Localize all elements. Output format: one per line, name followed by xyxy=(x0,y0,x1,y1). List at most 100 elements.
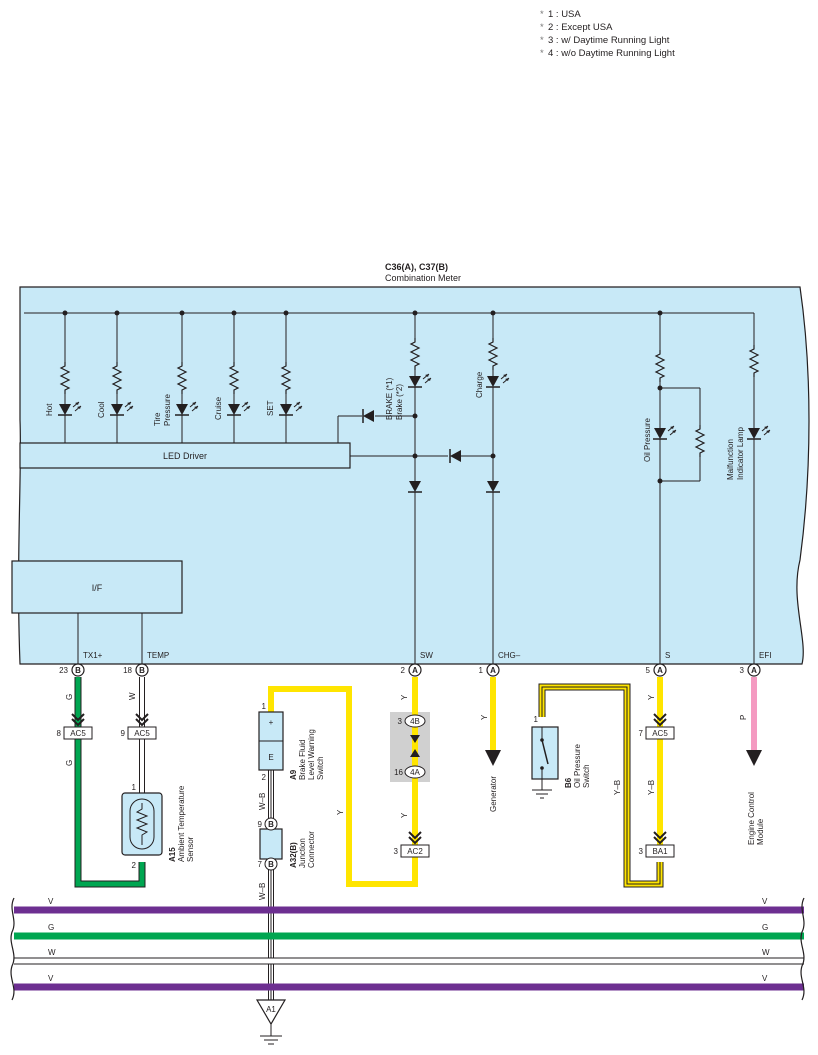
wc-y1: Y xyxy=(400,694,409,700)
notes-legend: *1 : USA *2 : Except USA *3 : w/ Daytime… xyxy=(540,8,675,60)
wire-yb-oil xyxy=(538,683,664,888)
a9-pin1: 1 xyxy=(262,702,267,711)
label-brake1: BRAKE (*1) xyxy=(385,377,394,420)
note-4: *4 : w/o Daytime Running Light xyxy=(540,48,675,59)
note-1: *1 : USA xyxy=(540,9,581,20)
j4a-pin: 16 xyxy=(394,768,403,777)
bus-v1-left: V xyxy=(48,897,54,906)
a32-conn-bot: B xyxy=(268,860,274,869)
j4a-label: 4A xyxy=(410,768,420,777)
pin-efi-conn: A xyxy=(751,666,757,675)
connector-ba1 xyxy=(645,831,675,858)
a15-line1: Ambient Temperature xyxy=(177,785,186,862)
bus-w-left: W xyxy=(48,948,56,957)
term-efi: EFI xyxy=(759,651,771,660)
if-label: I/F xyxy=(92,583,103,593)
a9-e: E xyxy=(268,753,273,762)
bus-v2-right: V xyxy=(762,974,768,983)
pin-chg-conn: A xyxy=(490,666,496,675)
label-cool: Cool xyxy=(97,401,106,418)
terminal-pins xyxy=(71,663,761,677)
a32-pin9: 9 xyxy=(258,820,263,829)
term-temp: TEMP xyxy=(147,651,169,660)
lamp-tire-pressure xyxy=(174,313,199,443)
sensor-a15 xyxy=(121,792,163,856)
bus-g-right: G xyxy=(762,923,768,932)
lamp-brake xyxy=(407,313,432,664)
term-s: S xyxy=(665,651,670,660)
label-mil2: Indicator Lamp xyxy=(736,427,745,480)
lamp-cruise xyxy=(226,313,251,443)
wc-g1: G xyxy=(65,694,74,700)
pin-temp-num: 18 xyxy=(123,666,132,675)
wc-y4: Y xyxy=(480,714,489,720)
pin-tx1-conn: B xyxy=(75,666,81,675)
wc-yb2: Y–B xyxy=(613,780,622,795)
ac5-left-pin: 8 xyxy=(57,729,62,738)
brake-driver-diode xyxy=(337,408,415,443)
junction-a32 xyxy=(259,817,283,871)
pin-tx1-num: 23 xyxy=(59,666,68,675)
wc-w1: W xyxy=(128,692,137,700)
pin-s-num: 5 xyxy=(646,666,651,675)
a15-code: A15 xyxy=(168,847,177,862)
wc-wb1: W–B xyxy=(258,793,267,810)
wire-yellow-chg xyxy=(485,677,501,766)
pin-chg-num: 1 xyxy=(479,666,484,675)
switch-b6 xyxy=(531,726,559,799)
meter-panel xyxy=(17,286,810,665)
ba1-pin: 3 xyxy=(639,847,644,856)
lamp-hot xyxy=(57,313,82,443)
a32-code: A32(B) xyxy=(289,842,298,868)
wire-pink-efi xyxy=(746,677,762,766)
lamp-set xyxy=(278,313,303,443)
b6-pin1: 1 xyxy=(534,715,539,724)
ac2-pin: 3 xyxy=(394,847,399,856)
label-tire: Tire xyxy=(153,412,162,426)
bus-bars xyxy=(10,897,805,1001)
a32-line2: Connector xyxy=(307,831,316,868)
led-driver-block xyxy=(19,442,351,469)
a9-pin2: 2 xyxy=(262,773,267,782)
a9-plus: + xyxy=(269,718,274,727)
wc-y5: Y xyxy=(647,694,656,700)
pin-sw-num: 2 xyxy=(401,666,406,675)
a15-pin1: 1 xyxy=(132,783,137,792)
ecm-line2: Module xyxy=(756,818,765,845)
if-block xyxy=(11,560,183,614)
note-2: *2 : Except USA xyxy=(540,22,613,33)
generator-label: Generator xyxy=(489,776,498,812)
wire-green-tx1 xyxy=(74,677,146,888)
label-brake2: Brake (*2) xyxy=(395,384,404,420)
meter-code: C36(A), C37(B) xyxy=(385,262,448,272)
led-driver-label: LED Driver xyxy=(163,451,207,461)
ac5-left-label: AC5 xyxy=(70,729,86,738)
j4b-pin: 3 xyxy=(398,717,403,726)
lamp-oil-pressure xyxy=(652,313,705,664)
pin-s-conn: A xyxy=(657,666,663,675)
lamp-cool xyxy=(109,313,134,443)
ac5-mid-label: AC5 xyxy=(134,729,150,738)
ac5-right-label: AC5 xyxy=(652,729,668,738)
a32-line1: Junction xyxy=(298,838,307,868)
a15-line2: Sensor xyxy=(186,836,195,862)
wc-y3: Y xyxy=(336,809,345,815)
b6-line1: Oil Pressure xyxy=(573,743,582,788)
wc-wb2: W–B xyxy=(258,883,267,900)
term-sw: SW xyxy=(420,651,433,660)
j4b-label: 4B xyxy=(410,717,420,726)
ac5-mid-pin: 9 xyxy=(121,729,126,738)
pin-temp-conn: B xyxy=(139,666,145,675)
a9-line3: Switch xyxy=(316,756,325,780)
lamp-charge xyxy=(485,313,510,664)
bus-g-left: G xyxy=(48,923,54,932)
term-chg: CHG– xyxy=(498,651,521,660)
ac2-label: AC2 xyxy=(407,847,423,856)
ground-a1-label: A1 xyxy=(266,1005,276,1014)
switch-a9 xyxy=(258,711,284,771)
connector-ac2 xyxy=(400,831,430,858)
label-oil-pressure: Oil Pressure xyxy=(643,417,652,462)
lamp-mil xyxy=(746,313,771,664)
connector-ac5-left xyxy=(63,713,93,740)
